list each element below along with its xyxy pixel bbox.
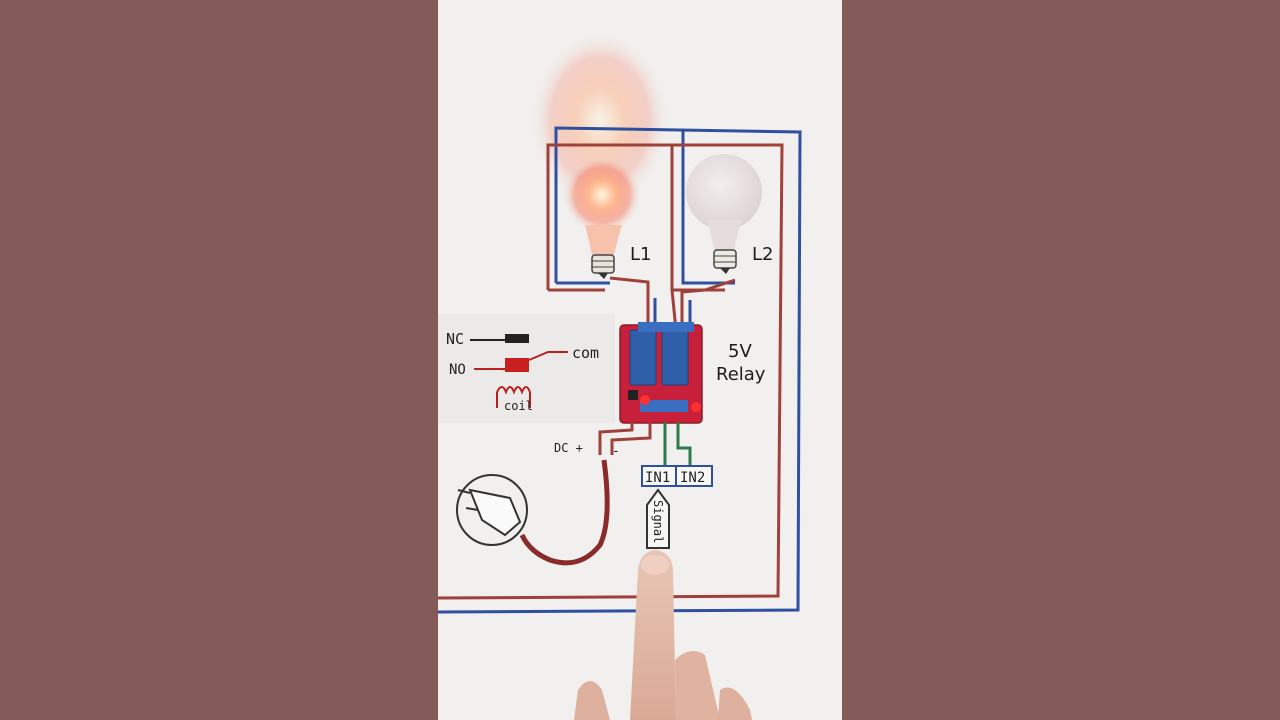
signal-arrow (646, 488, 670, 549)
blue-wire-outer (437, 126, 802, 614)
legend-no-label: NO (449, 362, 466, 378)
blue-wire-l2 (681, 130, 735, 285)
relay-voltage-label: 5V (728, 341, 752, 362)
bulb-l2 (686, 154, 762, 274)
dc-positive-wire (598, 422, 634, 455)
red-wire-l1-relay (609, 276, 650, 330)
power-plug (456, 474, 528, 546)
bulb-l1-label: L1 (630, 244, 651, 265)
contact-legend: NC NO com coil (438, 314, 615, 423)
power-cable (519, 459, 610, 566)
right-letterbox (842, 0, 1280, 720)
legend-coil-label: coil (504, 399, 533, 413)
bulb-l2-label: L2 (752, 244, 773, 265)
input-terminals (641, 465, 713, 487)
in1-label: IN1 (645, 470, 670, 486)
left-letterbox (0, 0, 438, 720)
bulb-glow (530, 30, 670, 210)
dc-negative-wire (610, 422, 652, 455)
red-wire-l2-relay (680, 278, 736, 330)
dc-label: DC + (554, 441, 583, 455)
hand (574, 550, 752, 720)
signal-label: Signal (651, 500, 665, 543)
relay-name-label: Relay (716, 364, 766, 385)
relay-module (619, 322, 703, 424)
bulb-l1 (562, 155, 642, 279)
in2-wire (676, 422, 692, 470)
legend-nc-label: NC (446, 330, 464, 348)
in2-label: IN2 (680, 470, 705, 486)
legend-com-label: com (572, 344, 599, 362)
dc-minus-label: - (612, 444, 620, 459)
